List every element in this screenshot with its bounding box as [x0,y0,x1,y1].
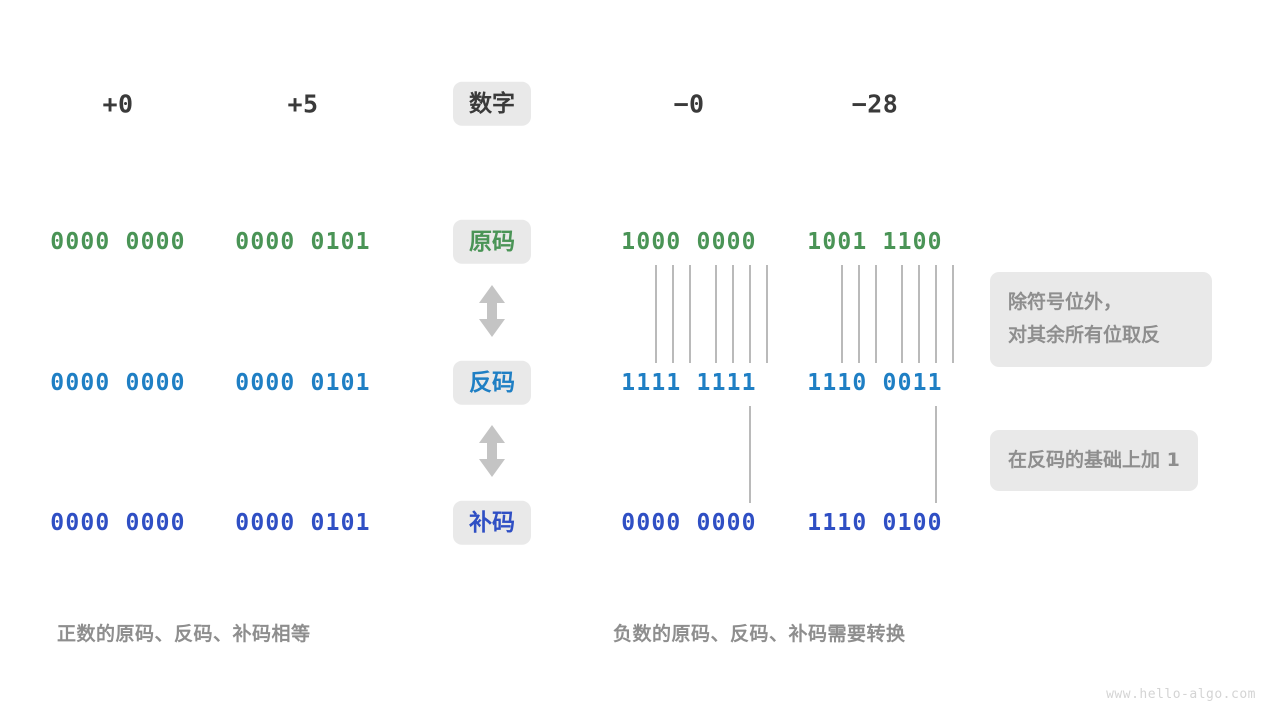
bits-bu-negative-twenty-eight: 1110 0100 [807,510,943,536]
header-value-negative-twenty-eight: −28 [851,89,899,119]
note-add-one-to-ones-complement: 在反码的基础上加 1 [990,430,1198,492]
row-label-chip-fan: 反码 [453,360,531,406]
watermark-site-url: www.hello-algo.com [1106,687,1256,702]
double-arrow-yuan-to-fan [475,283,509,343]
note-invert-all-but-sign-bit: 除符号位外， 对其余所有位取反 [990,272,1212,367]
bits-fan-positive-zero: 0000 0000 [50,370,186,396]
header-value-positive-zero: +0 [102,89,134,119]
bits-yuan-negative-twenty-eight: 1001 1100 [807,229,943,255]
double-arrow-fan-to-bu [475,423,509,483]
caption-positive-numbers: 正数的原码、反码、补码相等 [57,623,311,645]
bits-bu-positive-five: 0000 0101 [235,510,371,536]
bits-bu-negative-zero: 0000 0000 [621,510,757,536]
caption-negative-numbers: 负数的原码、反码、补码需要转换 [613,623,906,645]
bits-fan-negative-zero: 1111 1111 [621,370,757,396]
header-value-negative-zero: −0 [673,89,705,119]
bits-yuan-negative-zero: 1000 0000 [621,229,757,255]
row-label-chip-yuan: 原码 [453,219,531,265]
bits-bu-positive-zero: 0000 0000 [50,510,186,536]
row-label-chip-bu: 补码 [453,500,531,546]
bits-fan-negative-twenty-eight: 1110 0011 [807,370,943,396]
header-value-positive-five: +5 [287,89,319,119]
bits-yuan-positive-five: 0000 0101 [235,229,371,255]
bits-fan-positive-five: 0000 0101 [235,370,371,396]
bits-yuan-positive-zero: 0000 0000 [50,229,186,255]
header-label-chip-number: 数字 [453,81,531,127]
